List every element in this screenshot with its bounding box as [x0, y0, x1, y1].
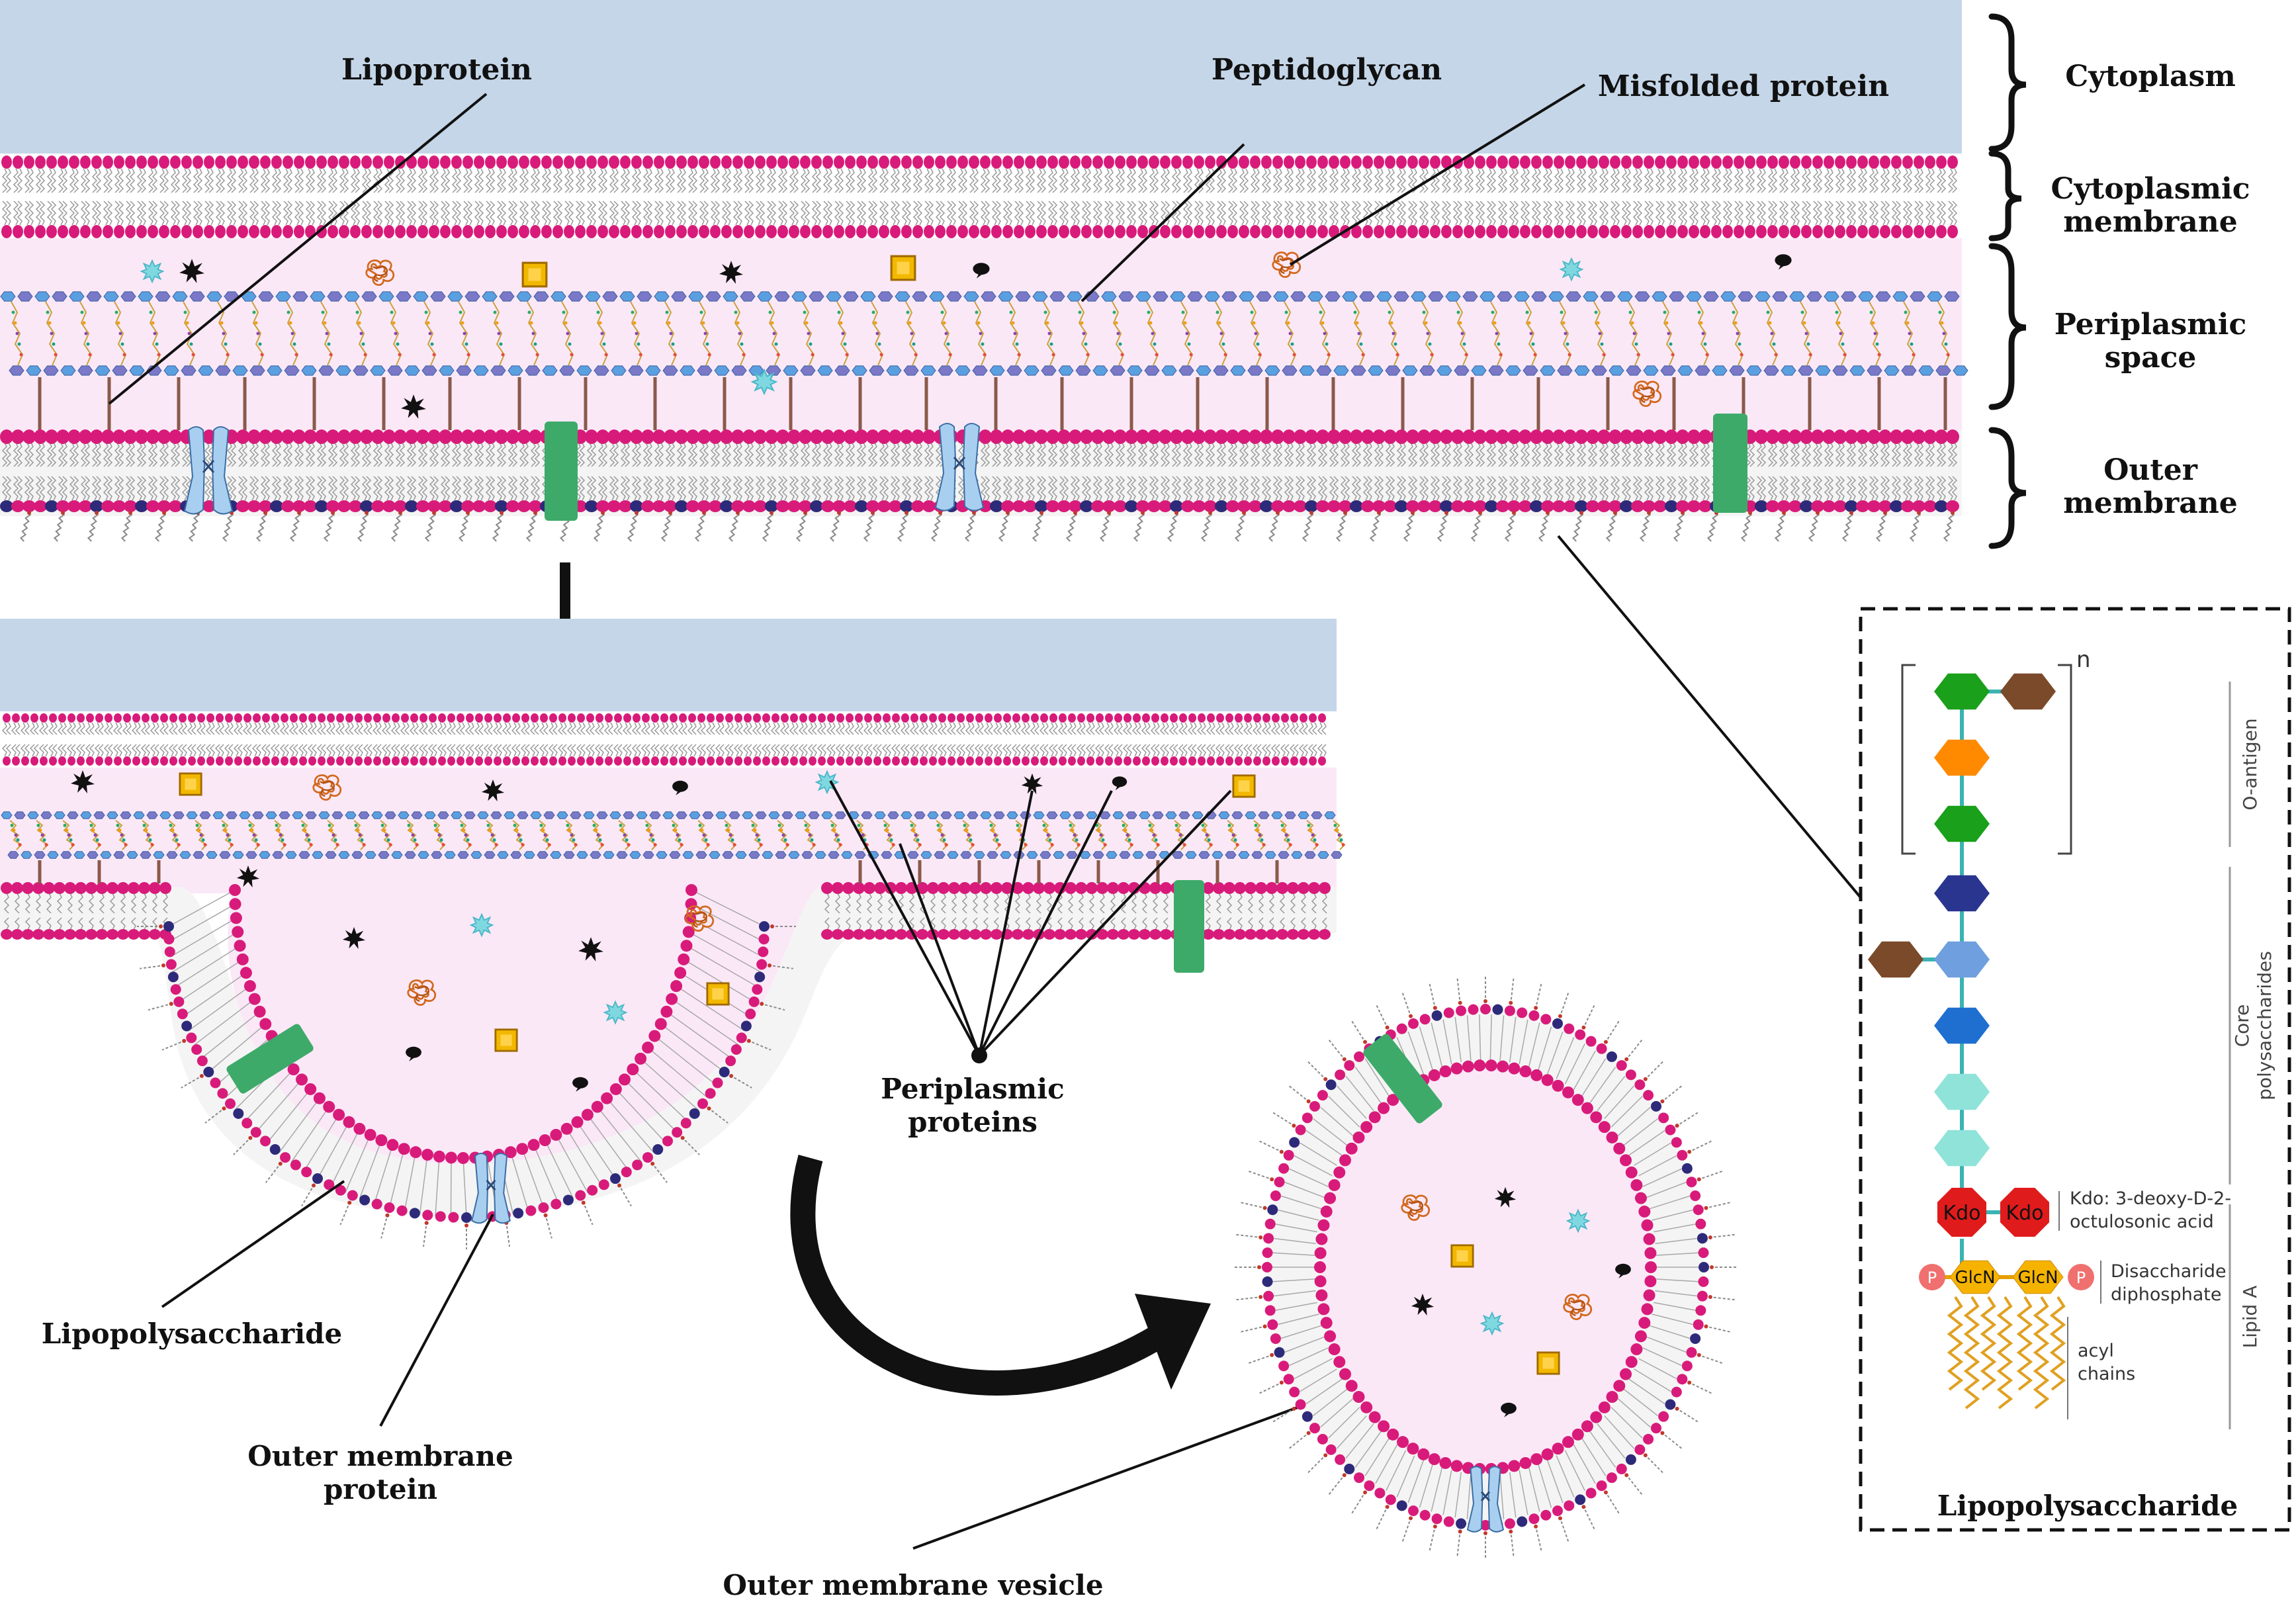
- leader-line: [380, 1214, 493, 1426]
- label-periplasmic-space-1: Periplasmic: [2054, 308, 2247, 341]
- inset-o-antigen-label: O-antigen: [2239, 718, 2261, 810]
- square-protein-icon: [1538, 1353, 1559, 1374]
- inset-acyl-2: chains: [2078, 1364, 2135, 1384]
- label-cytoplasmic-membrane-1: Cytoplasmic: [2051, 172, 2250, 206]
- layer-labels: Cytoplasm Cytoplasmic membrane Periplasm…: [2051, 60, 2250, 520]
- curly-brace-icon: [1992, 246, 2026, 407]
- label-cytoplasm: Cytoplasm: [2065, 60, 2236, 93]
- inset-core-label-2: polysaccharides: [2254, 951, 2275, 1100]
- label-outer-membrane-protein-1: Outer membrane: [247, 1440, 513, 1472]
- label-misfolded-protein: Misfolded protein: [1598, 69, 1889, 103]
- curly-brace-icon: [1992, 154, 2021, 238]
- middle-panel: [0, 619, 1345, 1249]
- cytoplasmic-membrane-top: [1, 156, 1958, 238]
- label-periplasmic-proteins-2: proteins: [908, 1106, 1038, 1138]
- label-lipoprotein: Lipoprotein: [341, 53, 532, 87]
- cytoplasm-region-middle: [0, 619, 1337, 711]
- label-outer-membrane-1: Outer: [2103, 453, 2198, 487]
- phosphate-label: P: [2076, 1269, 2086, 1287]
- star-protein-icon: [1567, 1210, 1589, 1231]
- star-protein-icon: [752, 370, 776, 394]
- square-protein-icon: [180, 774, 201, 795]
- inset-disaccharide-2: diphosphate: [2111, 1284, 2221, 1305]
- label-periplasmic-proteins-1: Periplasmic: [881, 1073, 1064, 1105]
- square-protein-icon: [1233, 776, 1255, 797]
- label-lipopolysaccharide: Lipopolysaccharide: [42, 1317, 343, 1350]
- glcn-label: GlcN: [2017, 1268, 2058, 1288]
- outer-membrane-vesicle: [1233, 975, 1738, 1560]
- square-protein-icon: [891, 256, 915, 280]
- square-protein-icon: [707, 983, 729, 1004]
- phosphate-label: P: [1927, 1269, 1937, 1287]
- label-periplasmic-space-2: space: [2105, 341, 2197, 375]
- inset-core-label-1: Core: [2231, 1004, 2253, 1048]
- inset-kdo-desc-2: octulosonic acid: [2070, 1212, 2214, 1232]
- star-protein-icon: [471, 915, 492, 936]
- inset-title: Lipopolysaccharide: [1937, 1490, 2238, 1522]
- kdo-label: Kdo: [2006, 1202, 2043, 1225]
- glcn-label: GlcN: [1955, 1268, 1995, 1288]
- star-protein-icon: [1481, 1313, 1503, 1334]
- inset-disaccharide-1: Disaccharide: [2111, 1261, 2227, 1282]
- cytoplasmic-membrane-middle: [3, 713, 1326, 766]
- layer-braces: [1992, 17, 2026, 546]
- label-peptidoglycan: Peptidoglycan: [1212, 53, 1442, 87]
- kdo-label: Kdo: [1943, 1202, 1980, 1225]
- outer-membrane-protein: [545, 422, 578, 521]
- curly-brace-icon: [1992, 17, 2026, 149]
- leader-line: [1558, 536, 1863, 900]
- inset-acyl-1: acyl: [2078, 1341, 2114, 1361]
- outer-membrane-protein: [1713, 414, 1747, 513]
- leader-line: [162, 1181, 344, 1307]
- star-protein-icon: [1561, 259, 1582, 280]
- inset-kdo-desc-1: Kdo: 3-deoxy-D-2-: [2070, 1188, 2231, 1209]
- curly-brace-icon: [1992, 430, 2026, 546]
- inset-lipid-a-label: Lipid A: [2239, 1286, 2261, 1349]
- square-protein-icon: [496, 1030, 517, 1051]
- label-outer-membrane-protein-2: protein: [324, 1473, 437, 1505]
- lps-inset: n O-antigen Core polysaccharides Lipid A…: [1861, 609, 2289, 1530]
- repeat-symbol: n: [2076, 647, 2091, 673]
- star-protein-icon: [142, 261, 163, 282]
- square-protein-icon: [1452, 1245, 1473, 1267]
- square-protein-icon: [523, 263, 547, 287]
- label-outer-membrane-2: membrane: [2063, 486, 2238, 520]
- curved-arrow-icon: [803, 1158, 1211, 1390]
- label-outer-membrane-vesicle: Outer membrane vesicle: [723, 1569, 1103, 1601]
- label-cytoplasmic-membrane-2: membrane: [2063, 205, 2238, 239]
- outer-membrane-protein: [1174, 880, 1204, 973]
- star-protein-icon: [605, 1002, 626, 1023]
